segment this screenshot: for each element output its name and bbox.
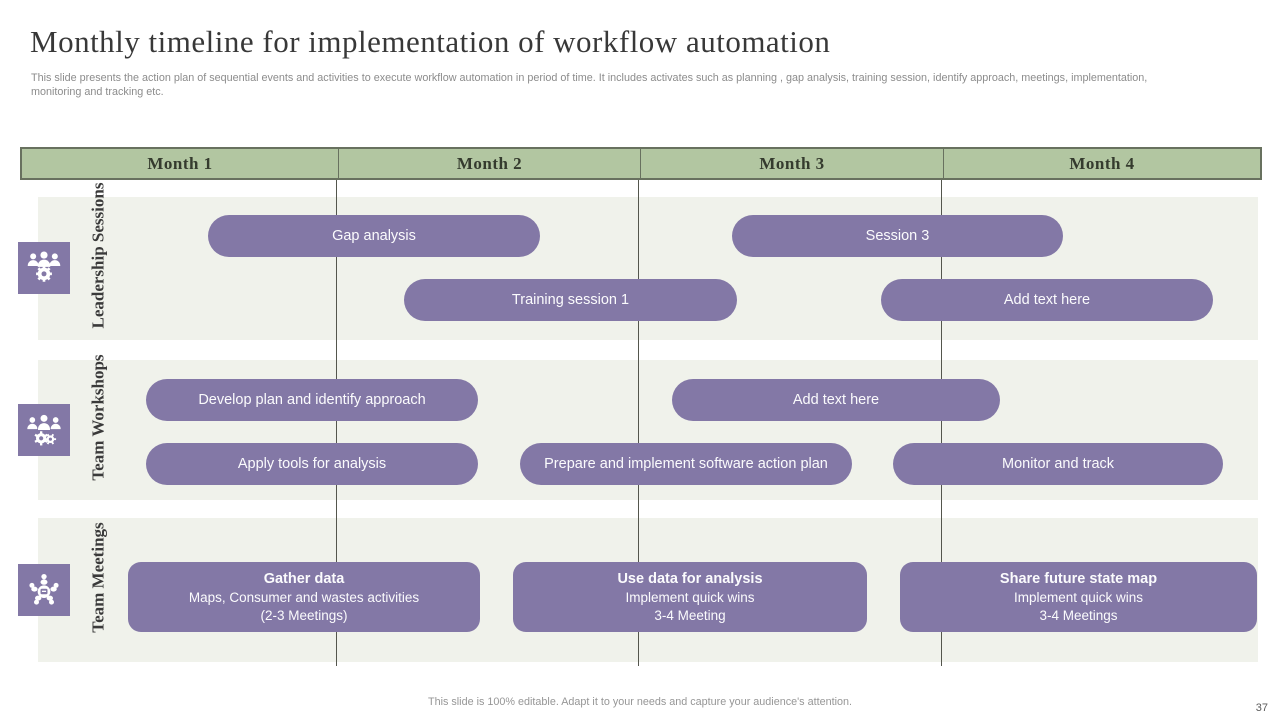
bar-add-text-here-2[interactable]: Add text here [672, 379, 1000, 421]
block-title: Gather data [263, 570, 345, 587]
bar-training-session-1[interactable]: Training session 1 [404, 279, 737, 321]
bar-prepare-implement[interactable]: Prepare and implement software action pl… [520, 443, 852, 485]
bar-gap-analysis[interactable]: Gap analysis [208, 215, 540, 257]
block-share-future-state[interactable]: Share future state map Implement quick w… [900, 562, 1257, 632]
round-table-meeting-icon [29, 574, 59, 605]
team-workshops-icon-box [18, 404, 70, 456]
leadership-sessions-icon-box [18, 242, 70, 294]
month-header-3: Month 3 [640, 149, 943, 178]
team-meetings-label: Team Meetings [88, 522, 108, 633]
month-header-1: Month 1 [147, 153, 213, 173]
bar-apply-tools[interactable]: Apply tools for analysis [146, 443, 478, 485]
team-with-gears-icon [27, 414, 61, 446]
block-gather-data[interactable]: Gather data Maps, Consumer and wastes ac… [128, 562, 480, 632]
block-line: (2-3 Meetings) [260, 607, 348, 623]
bar-session-3[interactable]: Session 3 [732, 215, 1063, 257]
block-line: 3-4 Meeting [654, 607, 726, 623]
team-over-gear-icon [27, 251, 61, 282]
bar-add-text-here-1[interactable]: Add text here [881, 279, 1213, 321]
gridline-month-1-2 [336, 180, 337, 666]
block-use-data[interactable]: Use data for analysis Implement quick wi… [513, 562, 867, 632]
footer-note: This slide is 100% editable. Adapt it to… [427, 696, 852, 708]
block-line: Implement quick wins [1013, 589, 1144, 605]
month-header-2: Month 2 [338, 149, 640, 178]
gridline-month-3-4 [941, 180, 942, 666]
team-workshops-label: Team Workshops [88, 354, 108, 481]
bar-develop-plan[interactable]: Develop plan and identify approach [146, 379, 478, 421]
block-line: 3-4 Meetings [1039, 607, 1118, 623]
block-title: Share future state map [999, 570, 1158, 587]
page-number: 37 [1255, 702, 1268, 714]
block-line: Implement quick wins [625, 589, 755, 605]
slide-description: This slide presents the action plan of s… [31, 72, 1148, 99]
page-title: Monthly timeline for implementation of w… [30, 24, 831, 59]
block-title: Use data for analysis [617, 570, 763, 587]
team-meetings-icon-box [18, 564, 70, 616]
month-header-row: Month 1 Month 2 Month 3 Month 4 [20, 147, 1262, 180]
block-line: Maps, Consumer and wastes activities [188, 589, 420, 605]
gridline-month-2-3 [638, 180, 639, 666]
leadership-sessions-label: Leadership Sessions [88, 182, 108, 329]
bar-monitor-track[interactable]: Monitor and track [893, 443, 1223, 485]
month-header-4: Month 4 [943, 149, 1260, 178]
